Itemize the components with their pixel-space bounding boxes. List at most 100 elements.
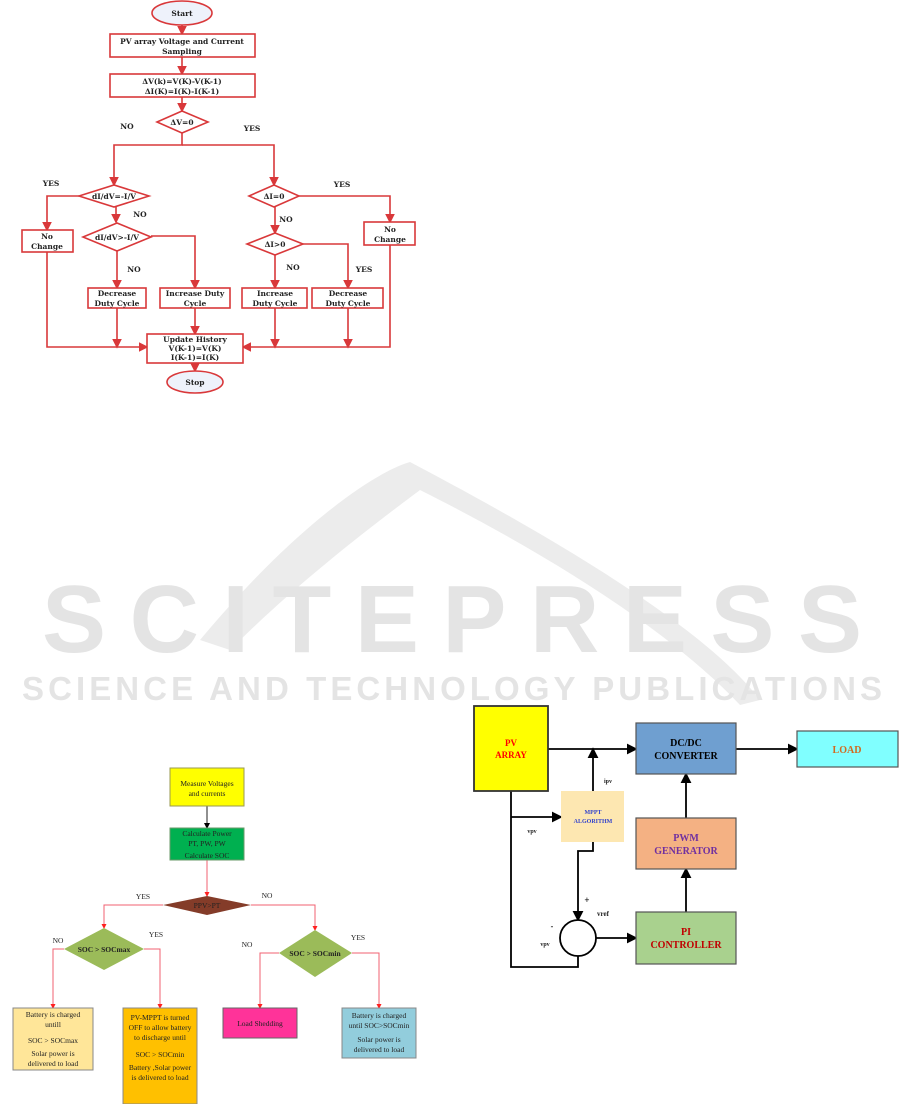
box-line: until SOC>SOCmin bbox=[349, 1021, 410, 1030]
deltas-line2: ΔI(K)=I(K)-I(K-1) bbox=[145, 87, 219, 96]
decrease-line2: Duty Cycle bbox=[326, 299, 371, 308]
vpv-label: vpv bbox=[540, 942, 549, 948]
mppt-line1: MPPT bbox=[585, 810, 602, 816]
didv-eq-decision: dI/dV=-I/V bbox=[76, 184, 152, 208]
increase-line1: Increase Duty bbox=[166, 289, 225, 298]
label-no: NO bbox=[120, 122, 134, 131]
label-no: NO bbox=[53, 936, 64, 945]
start-terminal: Start bbox=[151, 0, 213, 26]
calculate-box: Calculate Power PT, PW, PW Calculate SOC bbox=[169, 827, 245, 861]
mppt-algorithm-block: MPPT ALGORITHM bbox=[561, 791, 624, 842]
box-line: SOC > SOCmax bbox=[28, 1036, 78, 1045]
di-gt-label: ΔI>0 bbox=[265, 240, 286, 249]
socmax-label: SOC > SOCmax bbox=[78, 945, 131, 954]
pv-line1: PV bbox=[505, 738, 517, 748]
box-line: OFF to allow battery bbox=[129, 1023, 192, 1032]
calc-line2: PT, PW, PW bbox=[188, 839, 226, 848]
box-line: delivered to load bbox=[354, 1045, 405, 1054]
increase-line1: Increase bbox=[257, 289, 293, 298]
dcdc-line1: DC/DC bbox=[670, 738, 702, 749]
box-line: untill bbox=[45, 1020, 61, 1029]
update-line2: V(K-1)=V(K) bbox=[168, 344, 222, 353]
increase-line2: Duty Cycle bbox=[253, 299, 298, 308]
box-line: is delivered to load bbox=[131, 1073, 189, 1082]
decrease-duty-left-box: Decrease Duty Cycle bbox=[87, 287, 147, 309]
no-change-line2: Change bbox=[374, 235, 406, 244]
label-no: NO bbox=[262, 891, 273, 900]
pi-line1: PI bbox=[681, 927, 691, 938]
label-yes: YES bbox=[351, 933, 365, 942]
pi-controller-block: PI CONTROLLER bbox=[635, 911, 737, 965]
pwm-line1: PWM bbox=[673, 833, 699, 844]
load-block: LOAD bbox=[796, 730, 899, 768]
no-change-left-box: No Change bbox=[21, 229, 74, 253]
mppt-line2: ALGORITHM bbox=[574, 819, 613, 825]
load-label: LOAD bbox=[833, 745, 862, 756]
didv-eq-label: dI/dV=-I/V bbox=[92, 192, 136, 201]
label-yes: YES bbox=[136, 892, 150, 901]
mppt-block-diagram: PV ARRAY DC/DC CONVERTER LOAD MPPT ALGOR… bbox=[473, 705, 899, 968]
pi-line2: CONTROLLER bbox=[650, 940, 722, 951]
box-line: Solar power is bbox=[31, 1049, 74, 1058]
vpv-label: vpv bbox=[527, 829, 536, 835]
ipv-label: ipv bbox=[604, 779, 612, 785]
label-no: NO bbox=[279, 215, 293, 224]
di-gt-decision: ΔI>0 bbox=[244, 232, 306, 256]
label-yes: YES bbox=[355, 265, 373, 274]
label-yes: YES bbox=[42, 179, 60, 188]
mppt-off-box: PV-MPPT is turned OFF to allow battery t… bbox=[122, 1007, 198, 1104]
decrease-line2: Duty Cycle bbox=[95, 299, 140, 308]
label-no: NO bbox=[242, 940, 253, 949]
label-yes: YES bbox=[333, 180, 351, 189]
calc-line3: Calculate SOC bbox=[185, 851, 230, 860]
box-line: delivered to load bbox=[28, 1059, 79, 1068]
start-label: Start bbox=[171, 9, 193, 18]
update-history-box: Update History V(K-1)=V(K) I(K-1)=I(K) bbox=[146, 333, 244, 364]
label-yes: YES bbox=[243, 124, 261, 133]
load-shedding-box: Load Shedding bbox=[222, 1007, 298, 1039]
box-line: SOC > SOCmin bbox=[136, 1050, 185, 1059]
box-line: PV-MPPT is turned bbox=[131, 1013, 190, 1022]
socmax-decision: SOC > SOCmax bbox=[64, 928, 144, 970]
box-line: Battery is charged bbox=[26, 1010, 81, 1019]
di-zero-label: ΔI=0 bbox=[264, 192, 285, 201]
measure-line2: and currents bbox=[189, 789, 226, 798]
increase-line2: Cycle bbox=[184, 299, 207, 308]
increase-duty-right-box: Increase Duty Cycle bbox=[241, 287, 308, 309]
label-no: NO bbox=[133, 210, 147, 219]
socmin-decision: SOC > SOCmin bbox=[279, 930, 352, 977]
watermark: SCITEPRESS SCIENCE AND TECHNOLOGY PUBLIC… bbox=[22, 462, 882, 707]
measure-line1: Measure Voltages bbox=[180, 779, 233, 788]
box-line: Solar power is bbox=[357, 1035, 400, 1044]
no-change-line2: Change bbox=[31, 242, 63, 251]
incremental-conductance-flowchart: Start PV array Voltage and Current Sampl… bbox=[21, 0, 416, 394]
label-no: NO bbox=[127, 265, 141, 274]
dcdc-converter-block: DC/DC CONVERTER bbox=[635, 722, 737, 775]
update-line1: Update History bbox=[163, 335, 227, 344]
no-change-right-box: No Change bbox=[363, 221, 416, 246]
measure-box: Measure Voltages and currents bbox=[169, 767, 245, 807]
dv-zero-label: ΔV=0 bbox=[170, 118, 193, 127]
stop-label: Stop bbox=[185, 378, 204, 387]
charged-socmax-box: Battery is charged untill SOC > SOCmax S… bbox=[12, 1007, 94, 1071]
box-line: Battery ,Solar power bbox=[129, 1063, 192, 1072]
sampling-box: PV array Voltage and Current Sampling bbox=[109, 33, 256, 58]
minus-sign: - bbox=[551, 922, 554, 931]
dv-zero-decision: ΔV=0 bbox=[155, 110, 211, 134]
stop-terminal: Stop bbox=[166, 370, 224, 394]
plus-sign: + bbox=[584, 895, 589, 905]
load-shedding-label: Load Shedding bbox=[237, 1019, 283, 1028]
sampling-line1: PV array Voltage and Current bbox=[120, 37, 244, 46]
decrease-line1: Decrease bbox=[98, 289, 137, 298]
ppv-pt-label: PPV>PT bbox=[194, 901, 221, 910]
decrease-line1: Decrease bbox=[329, 289, 368, 298]
no-change-line1: No bbox=[41, 232, 53, 241]
calc-line1: Calculate Power bbox=[182, 829, 232, 838]
sampling-line2: Sampling bbox=[162, 47, 203, 56]
ppv-pt-decision: PPV>PT bbox=[163, 896, 251, 915]
summing-junction bbox=[559, 919, 597, 957]
didv-gt-decision: dI/dV>-I/V bbox=[80, 222, 154, 252]
label-no: NO bbox=[286, 263, 300, 272]
